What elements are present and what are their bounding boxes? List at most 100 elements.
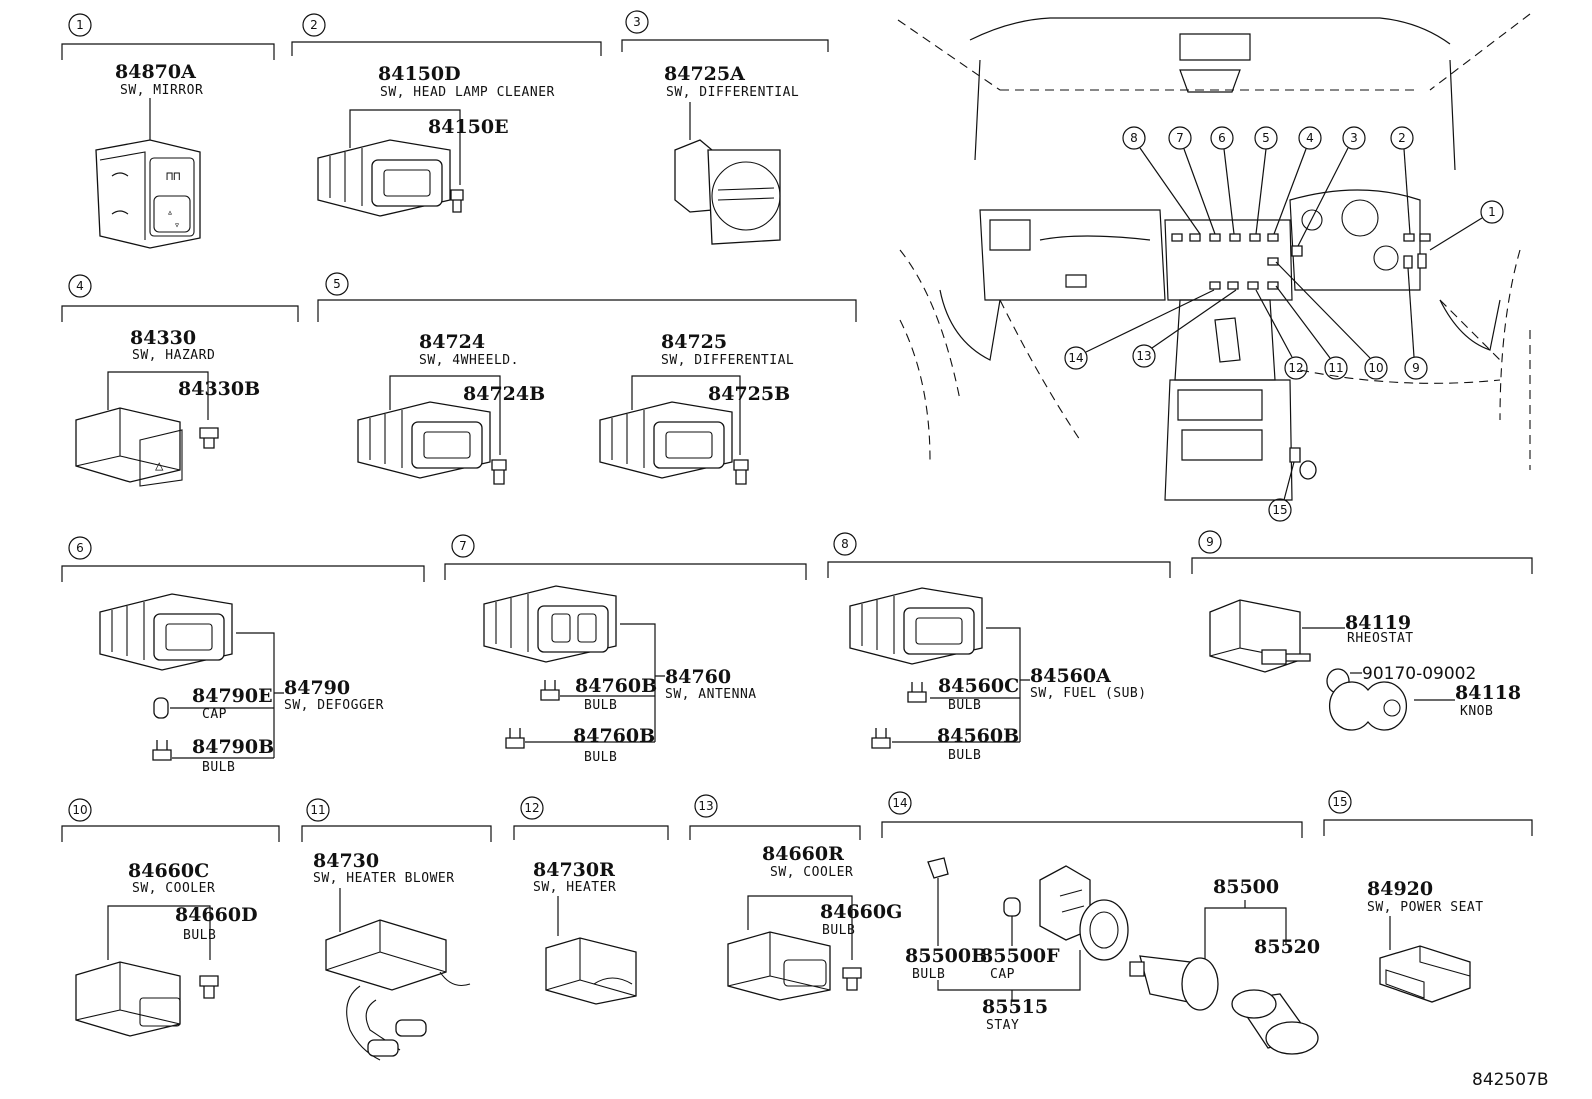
locator-callout: 10 [1368, 361, 1383, 375]
part-description: BULB [948, 748, 981, 763]
group-4-number: 4 [76, 279, 84, 293]
svg-text:⊓⊓: ⊓⊓ [166, 169, 180, 183]
part-number[interactable]: 84560C [938, 675, 1019, 697]
group-4: 4 84330 SW, HAZARD 84330B △ [61, 274, 299, 487]
part-number[interactable]: 84330 [130, 327, 196, 349]
group-1: 1 84870A SW, MIRROR ⊓⊓ ▵▿ [61, 13, 275, 249]
part-description: BULB [822, 923, 855, 938]
part-number[interactable]: 84760B [573, 725, 655, 747]
diagram-code: 842507B [1472, 1070, 1549, 1090]
lighter-socket-drawing [1129, 955, 1219, 1011]
group-11-number: 11 [310, 803, 325, 817]
group-3-number: 3 [633, 15, 641, 29]
locator-callout: 4 [1306, 131, 1314, 145]
group-7-number: 7 [459, 539, 467, 553]
part-description: SW, FUEL (SUB) [1030, 686, 1147, 701]
part-number[interactable]: 84660R [762, 843, 844, 865]
part-number[interactable]: 84118 [1455, 682, 1521, 704]
part-number[interactable]: 84760 [665, 666, 731, 688]
defogger-switch-drawing [99, 593, 233, 671]
group-15: 15 84920 SW, POWER SEAT [1323, 790, 1533, 1003]
part-number[interactable]: 85500B [905, 945, 987, 967]
part-number[interactable]: 84725B [708, 383, 790, 405]
group-14: 14 85500B BULB 85500F CAP 85515 STAY 855… [881, 791, 1320, 1055]
group-13: 13 84660R SW, COOLER 84660G BULB [689, 794, 902, 1001]
locator-callout: 6 [1218, 131, 1226, 145]
rheostat-drawing [1209, 599, 1311, 673]
locator-callout: 5 [1262, 131, 1270, 145]
part-number[interactable]: 84870A [115, 61, 196, 83]
locator-callout: 8 [1130, 131, 1138, 145]
group-9: 9 84119 RHEOSTAT 90170-09002 84118 KNOB [1191, 530, 1533, 731]
part-number[interactable]: 84150E [428, 116, 509, 138]
locator-callout: 14 [1068, 351, 1083, 365]
part-description: BULB [584, 750, 617, 765]
part-description: BULB [912, 967, 945, 982]
part-number[interactable]: 84724 [419, 331, 485, 353]
part-number[interactable]: 84660C [128, 860, 209, 882]
part-number[interactable]: 84119 [1345, 612, 1411, 634]
group-14-number: 14 [892, 796, 907, 810]
part-number[interactable]: 84725A [664, 63, 745, 85]
locator-callout: 1 [1488, 205, 1496, 219]
part-number[interactable]: 85520 [1254, 936, 1320, 958]
part-description: SW, DIFFERENTIAL [666, 85, 799, 100]
part-description: CAP [990, 967, 1015, 982]
part-number[interactable]: 84150D [378, 63, 461, 85]
part-description: SW, HAZARD [132, 348, 215, 363]
lighter-knob-drawing [1231, 989, 1319, 1055]
part-description: BULB [584, 698, 617, 713]
locator-callout: 3 [1350, 131, 1358, 145]
part-description: SW, POWER SEAT [1367, 900, 1484, 915]
part-description: BULB [183, 928, 216, 943]
group-5-number: 5 [333, 277, 341, 291]
antenna-switch-drawing [483, 585, 617, 663]
group-2: 2 84150D SW, HEAD LAMP CLEANER 84150E [291, 13, 602, 217]
part-number[interactable]: 84660D [175, 904, 258, 926]
group-8-number: 8 [841, 537, 849, 551]
part-number[interactable]: 85500 [1213, 876, 1279, 898]
headlamp-cleaner-switch-drawing [317, 139, 464, 217]
part-number[interactable]: 85500F [980, 945, 1060, 967]
part-number[interactable]: 84560A [1030, 665, 1111, 687]
part-number[interactable]: 84790B [192, 736, 274, 758]
part-description: SW, DEFOGGER [284, 698, 384, 713]
locator-callout: 13 [1136, 349, 1151, 363]
differential-switch-drawing [674, 139, 781, 245]
part-description: SW, HEAD LAMP CLEANER [380, 85, 555, 100]
group-6-number: 6 [76, 541, 84, 555]
part-description: SW, HEATER [533, 880, 616, 895]
interior-locator-view: 8 7 6 5 4 3 2 1 9 10 11 12 13 14 15 [897, 13, 1531, 522]
part-description: SW, COOLER [132, 881, 215, 896]
cooler-switch-drawing [727, 931, 862, 1001]
part-number[interactable]: 84724B [463, 383, 545, 405]
group-2-number: 2 [310, 18, 318, 32]
part-number[interactable]: 84730 [313, 850, 379, 872]
part-number[interactable]: 84725 [661, 331, 727, 353]
part-description: SW, COOLER [770, 865, 853, 880]
part-number[interactable]: 84920 [1367, 878, 1433, 900]
part-number[interactable]: 85515 [982, 996, 1048, 1018]
part-number[interactable]: 84760B [575, 675, 657, 697]
part-number[interactable]: 84560B [937, 725, 1019, 747]
part-number[interactable]: 84330B [178, 378, 260, 400]
part-number[interactable]: 84790E [192, 685, 273, 707]
group-10: 10 84660C SW, COOLER 84660D BULB [61, 798, 280, 1037]
part-number[interactable]: 90170-09002 [1362, 664, 1476, 684]
locator-callout: 11 [1328, 361, 1343, 375]
part-description: CAP [202, 707, 227, 722]
power-seat-switch-drawing [1379, 945, 1471, 1003]
group-12: 12 84730R SW, HEATER [513, 796, 669, 1005]
part-number[interactable]: 84660G [820, 901, 902, 923]
group-15-number: 15 [1332, 795, 1347, 809]
part-description: SW, DIFFERENTIAL [661, 353, 794, 368]
mirror-switch-drawing: ⊓⊓ ▵▿ [95, 139, 201, 249]
group-7: 7 84760 SW, ANTENNA 84760B BULB 84760B B… [444, 534, 807, 765]
group-9-number: 9 [1206, 535, 1214, 549]
part-description: BULB [202, 760, 235, 775]
part-number[interactable]: 84730R [533, 859, 615, 881]
locator-callout: 9 [1412, 361, 1420, 375]
4wheel-switch-drawing [357, 401, 507, 485]
part-number[interactable]: 84790 [284, 677, 350, 699]
cooler-switch-drawing [75, 961, 219, 1037]
